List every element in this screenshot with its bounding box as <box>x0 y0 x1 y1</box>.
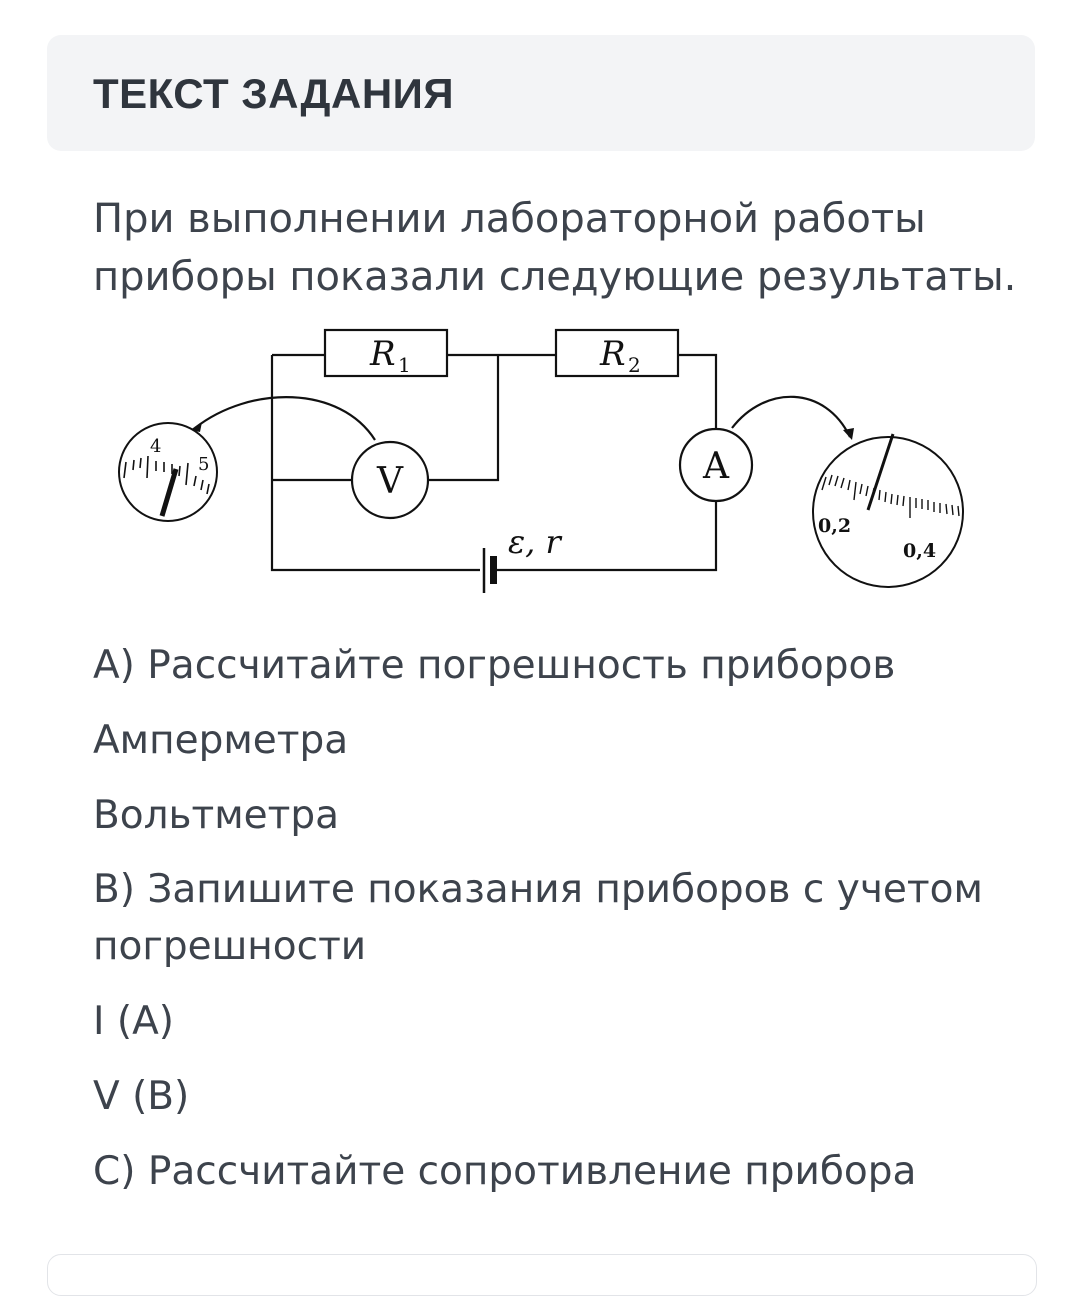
wire-voltmeter <box>272 355 500 482</box>
question-a: А) Рассчитайте погрешность приборов <box>93 643 896 688</box>
resistor-r2 <box>554 328 680 378</box>
task-header-card <box>47 35 1035 151</box>
wire-left-bottom <box>270 355 718 572</box>
voltmeter-arrow <box>194 396 376 441</box>
voltmeter-scale-5: 5 <box>198 454 209 475</box>
question-current: I (A) <box>93 999 175 1044</box>
r2-label: R <box>599 334 626 374</box>
ammeter-arrow <box>731 395 851 438</box>
r1-label: R <box>369 334 396 374</box>
r1-subscript: 1 <box>398 353 411 377</box>
voltmeter-scale-4: 4 <box>150 436 161 457</box>
question-ammeter: Амперметра <box>93 718 349 763</box>
battery-short-plate <box>490 556 497 584</box>
voltmeter-dial: 4 5 <box>118 422 218 522</box>
wire-top <box>272 353 718 440</box>
task-header-title: ТЕКСТ ЗАДАНИЯ <box>93 70 455 117</box>
voltmeter-symbol <box>350 440 430 520</box>
source-label: ε, r <box>508 523 563 561</box>
ammeter-symbol <box>678 427 754 503</box>
ammeter-label: A <box>702 446 730 487</box>
circuit-diagram: R 1 R 2 V A ε, r 4 5 <box>118 328 964 593</box>
question-c: С) Рассчитайте сопротивление прибора <box>93 1149 917 1194</box>
ammeter-scale-04: 0,4 <box>903 540 936 562</box>
r2-subscript: 2 <box>628 353 641 377</box>
question-b: В) Запишите показания приборов с учетом … <box>93 867 983 969</box>
ammeter-dial: 0,2 0,4 <box>812 433 964 588</box>
task-intro: При выполнении лабораторной работы прибо… <box>93 196 1017 300</box>
resistor-r1 <box>323 328 449 378</box>
ammeter-scale-02: 0,2 <box>818 515 851 537</box>
question-voltage: V (B) <box>93 1074 190 1119</box>
question-voltmeter: Вольтметра <box>93 793 340 838</box>
next-card <box>47 1254 1037 1296</box>
voltmeter-label: V <box>376 461 404 502</box>
